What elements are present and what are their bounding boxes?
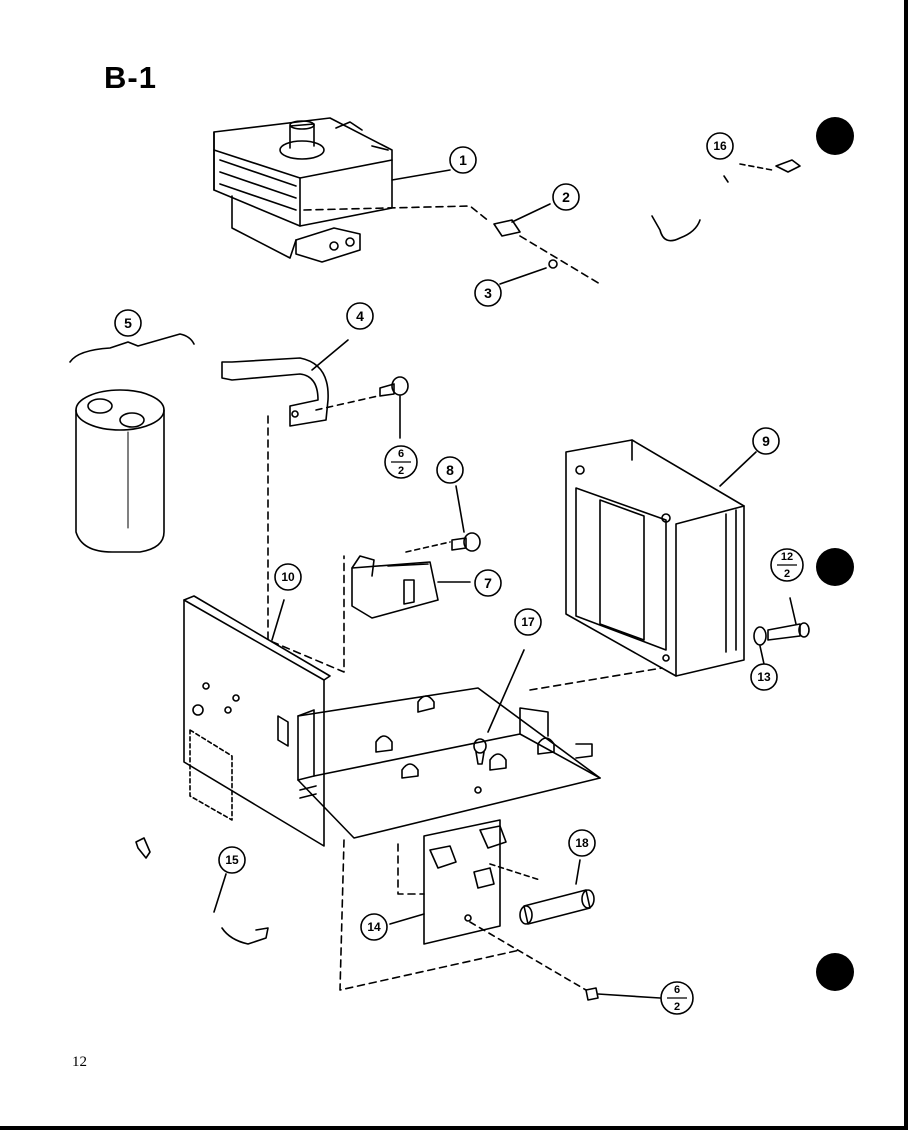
callout-circle-5 (114, 309, 142, 337)
callout-13: 13 (757, 670, 771, 684)
leader-17 (487, 649, 525, 733)
screw-b (585, 987, 599, 1001)
callout-circle-7 (474, 569, 502, 597)
base-plate-part (297, 687, 601, 839)
leader-6-bottom (597, 993, 661, 999)
callout-7: 7 (484, 575, 492, 591)
fuse-part (519, 889, 595, 925)
part-16-terminal (775, 159, 801, 173)
callout-circle-16 (706, 132, 734, 160)
callout-circle-3 (474, 279, 502, 307)
callout-circle-18 (568, 829, 596, 857)
callout-6b-top: 6 (674, 984, 680, 996)
callout-15: 15 (225, 853, 239, 867)
screw-a (379, 376, 409, 397)
callout-6a-bottom: 2 (398, 465, 404, 477)
washer-13 (753, 626, 767, 646)
callout-circle-1 (449, 146, 477, 174)
leader-3 (499, 267, 547, 285)
leader-10 (271, 599, 285, 641)
diagram-title: B-1 (104, 60, 157, 95)
callout-circle-15 (218, 846, 246, 874)
capacitor-part (69, 333, 195, 553)
leader-8 (455, 485, 465, 533)
callout-4: 4 (356, 308, 364, 324)
transformer-part (565, 439, 745, 677)
callout-circle-9 (752, 427, 780, 455)
relay-part (351, 555, 439, 619)
part-16-lead (651, 215, 701, 242)
leader-13 (759, 645, 765, 665)
callout-9: 9 (762, 433, 770, 449)
callout-circle-4 (346, 302, 374, 330)
leader-15 (213, 873, 227, 913)
callout-2: 2 (562, 189, 570, 205)
callout-6a-top: 6 (398, 448, 404, 460)
callout-16: 16 (713, 139, 727, 153)
part-15-clip (221, 927, 269, 945)
callout-circle-2 (552, 183, 580, 211)
screw-17 (473, 738, 487, 765)
page-number: 12 (72, 1054, 87, 1070)
callout-3: 3 (484, 285, 492, 301)
callout-5: 5 (124, 315, 132, 331)
chassis-part (183, 595, 331, 847)
callout-12-bottom: 2 (784, 568, 790, 580)
leader-14 (389, 913, 425, 925)
magnetron-part (213, 117, 393, 263)
binder-hole-bottom (816, 953, 854, 991)
leader-9 (719, 451, 757, 487)
leader-2 (511, 203, 551, 223)
circuit-board-part (423, 819, 507, 945)
binder-hole-middle (816, 548, 854, 586)
part-15-terminal (135, 837, 151, 859)
callout-10: 10 (281, 570, 295, 584)
part-3-nut (548, 259, 558, 269)
callout-circle-17 (514, 608, 542, 636)
part-2-clip (493, 219, 521, 237)
leader-18 (575, 859, 581, 885)
callout-1: 1 (459, 152, 467, 168)
callout-6b-bottom: 2 (674, 1001, 680, 1013)
leader-12 (789, 597, 797, 625)
bracket-part (221, 357, 329, 427)
callout-8: 8 (446, 462, 454, 478)
callout-circle-8 (436, 456, 464, 484)
leader-1 (391, 169, 451, 181)
binder-hole-top (816, 117, 854, 155)
callout-12-top: 12 (781, 551, 793, 563)
leader-4 (311, 339, 349, 371)
screw-12 (767, 622, 810, 641)
callout-14: 14 (367, 920, 381, 934)
callout-circle-13 (750, 663, 778, 691)
leader-16 (723, 175, 729, 183)
callout-17: 17 (521, 615, 535, 629)
screw-8 (451, 532, 481, 552)
callout-circle-14 (360, 913, 388, 941)
callout-18: 18 (575, 836, 589, 850)
callout-circle-10 (274, 563, 302, 591)
